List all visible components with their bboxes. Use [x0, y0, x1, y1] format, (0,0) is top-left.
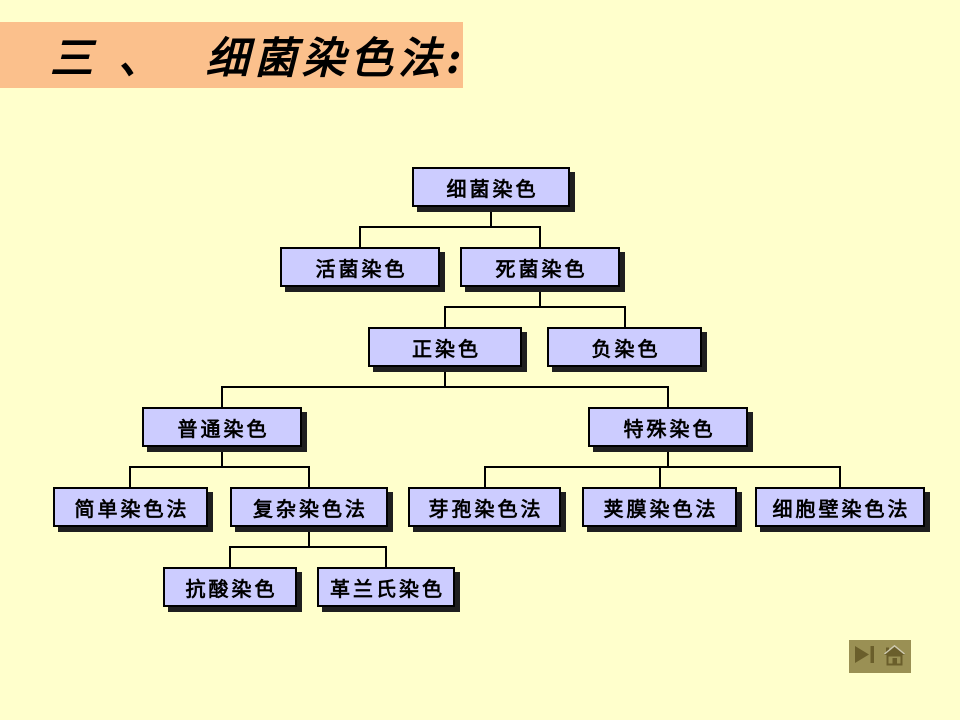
connector-dead-children	[444, 287, 626, 327]
next-button[interactable]	[852, 644, 878, 670]
node-gram-staining: 革兰氏染色	[317, 567, 455, 607]
node-positive-staining: 正染色	[368, 327, 522, 367]
connector-special-children	[484, 447, 841, 487]
node-cellwall-staining: 细胞壁染色法	[755, 487, 925, 527]
connector-root-children	[359, 207, 541, 247]
node-special-staining: 特殊染色	[588, 407, 748, 447]
node-negative-staining: 负染色	[547, 327, 702, 367]
skip-end-icon	[854, 644, 876, 669]
node-dead-staining: 死菌染色	[460, 247, 620, 287]
navigation-panel	[849, 640, 911, 673]
node-complex-staining: 复杂染色法	[230, 487, 388, 527]
node-acidfast-staining: 抗酸染色	[163, 567, 297, 607]
connector-complex-children	[229, 527, 387, 567]
connector-ordinary-children	[129, 447, 310, 487]
connector-positive-children	[221, 367, 669, 407]
node-spore-staining: 芽孢染色法	[408, 487, 561, 527]
node-live-staining: 活菌染色	[280, 247, 440, 287]
node-bacterial-staining: 细菌染色	[412, 167, 570, 207]
page-title: 三 、 细菌染色法:	[50, 34, 467, 84]
home-button[interactable]	[882, 644, 908, 670]
title-banner: 三 、 细菌染色法:	[0, 22, 463, 88]
node-simple-staining: 简单染色法	[53, 487, 208, 527]
home-icon	[883, 644, 906, 669]
node-ordinary-staining: 普通染色	[142, 407, 302, 447]
node-capsule-staining: 荚膜染色法	[582, 487, 737, 527]
